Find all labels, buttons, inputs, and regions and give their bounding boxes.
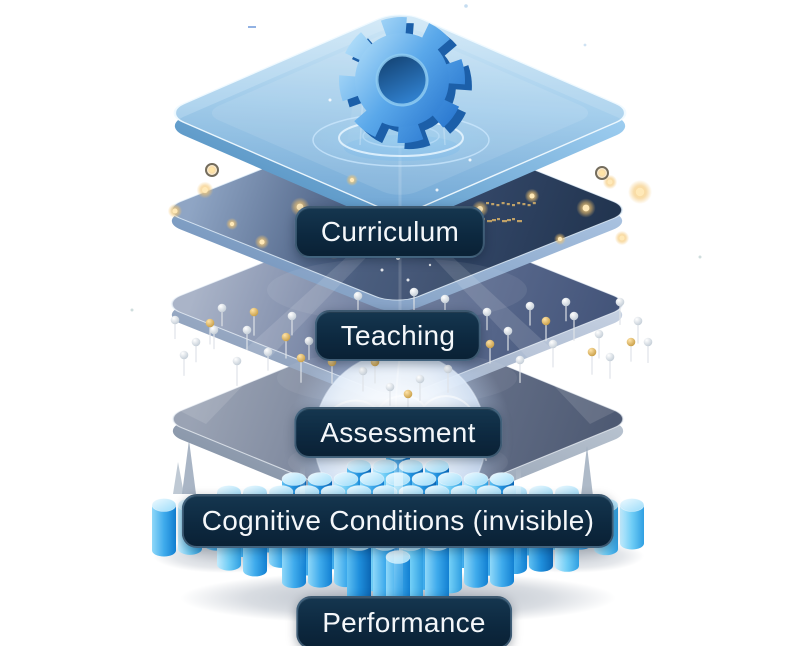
layer-label-text: Cognitive Conditions (invisible) [201,505,595,536]
crystal-spikes [173,440,593,496]
gear-icon [339,17,472,150]
layer-label-text: Teaching [340,319,456,351]
layer-label-text: Performance [322,606,486,638]
layer-label-text: Assessment [320,416,476,448]
layer-label-assessment: Assessment [294,407,502,458]
dust-specks [130,4,702,312]
layer-label-curriculum: Curriculum [294,206,486,258]
layer-label-teaching: Teaching [314,310,482,361]
layer-label-text: Curriculum [320,216,460,247]
layer-label-cognitive-conditions: Cognitive Conditions (invisible) [181,494,615,548]
layer-label-performance: Performance [296,596,512,646]
